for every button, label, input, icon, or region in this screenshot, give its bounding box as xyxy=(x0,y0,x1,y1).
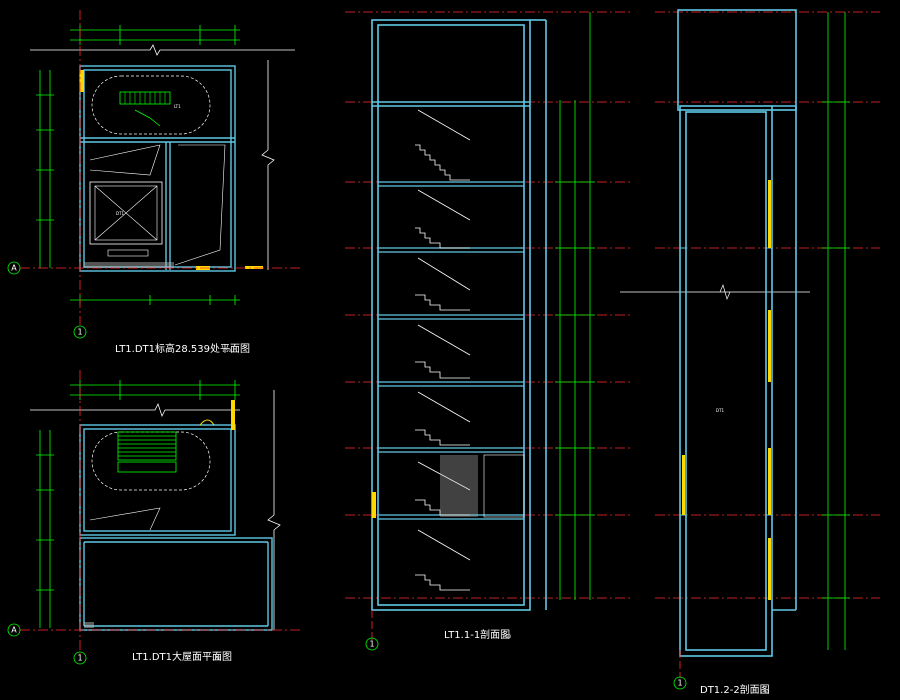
plan1-window-3 xyxy=(245,266,263,269)
plan2-dimensions xyxy=(36,380,240,628)
section1-window xyxy=(372,492,376,518)
plan2-door-swing xyxy=(199,419,215,426)
section2-door-strips xyxy=(682,180,771,600)
plan1-axis-a-bubble: A xyxy=(7,261,21,275)
plan2-floor-hatch xyxy=(84,622,94,628)
plan1-stair-label: LT1 xyxy=(174,104,181,109)
plan1-window xyxy=(80,70,84,92)
section2-dimensions xyxy=(822,12,850,650)
svg-text:1: 1 xyxy=(77,654,82,663)
section1-floor-slabs xyxy=(378,181,524,520)
section2-axis-1-bubble: 1 xyxy=(673,676,687,690)
plan1-elevator-shaft: DT1 xyxy=(89,181,163,257)
plan2-axis-a-bubble: A xyxy=(7,623,21,637)
plan1-stair: LT1 xyxy=(91,75,211,135)
plan1-break-line xyxy=(30,44,295,56)
section-2-2: DT1 1 DT1.2-2剖面图 1:50 xyxy=(620,9,880,696)
plan1-scale: 1:50 xyxy=(222,348,231,353)
svg-text:1: 1 xyxy=(677,679,682,688)
plan2-stair xyxy=(91,431,211,491)
plan2-roof-slope xyxy=(89,507,161,531)
section2-walls xyxy=(677,9,797,657)
svg-text:A: A xyxy=(11,264,17,273)
svg-text:1: 1 xyxy=(77,328,82,337)
plan-top-left: LT1 DT1 A 1 LT1.DT1标高28. xyxy=(7,10,300,355)
plan1-walls xyxy=(79,65,236,272)
section1-dimensions xyxy=(555,12,595,600)
plan1-elevator-label: DT1 xyxy=(116,211,125,216)
plan2-break-line-vertical xyxy=(267,390,281,630)
section1-axis-1-bubble: 1 xyxy=(365,637,379,651)
section2-elevator-label: DT1 xyxy=(716,408,725,413)
plan1-floor-hatch xyxy=(84,262,174,268)
section2-break-symbol xyxy=(719,283,731,301)
plan2-title: LT1.DT1大屋面平面图 xyxy=(132,650,232,663)
section-1-1: 1 LT1.1-1剖面图 1:50 xyxy=(345,11,630,651)
svg-text:1: 1 xyxy=(369,640,374,649)
section1-opening xyxy=(483,454,525,518)
section1-brick-hatch xyxy=(440,455,478,517)
plan2-axis-1-bubble: 1 xyxy=(73,651,87,665)
section2-floor-marks xyxy=(680,247,772,516)
plan2-scale: 1:50 xyxy=(212,656,221,661)
section2-level-lines xyxy=(655,11,880,599)
plan1-roof-slope-2 xyxy=(174,144,226,266)
plan1-axis-1-bubble: 1 xyxy=(73,325,87,339)
plan1-roof-slope xyxy=(89,144,161,176)
section1-scale: 1:50 xyxy=(502,634,511,639)
section1-level-lines xyxy=(345,11,630,599)
plan1-break-line-vertical xyxy=(261,60,275,270)
section2-scale: 1:50 xyxy=(760,689,769,694)
plan2-window xyxy=(231,400,235,430)
plan1-title: LT1.DT1标高28.539处平面图 xyxy=(115,342,250,355)
plan2-break-line xyxy=(30,402,240,418)
svg-text:A: A xyxy=(11,626,17,635)
section1-stair-flights xyxy=(415,109,471,591)
section2-title: DT1.2-2剖面图 xyxy=(700,683,770,696)
plan-bottom-left: A 1 LT1.DT1大屋面平面图 1:50 xyxy=(7,370,300,665)
section1-title: LT1.1-1剖面图 xyxy=(444,628,510,641)
